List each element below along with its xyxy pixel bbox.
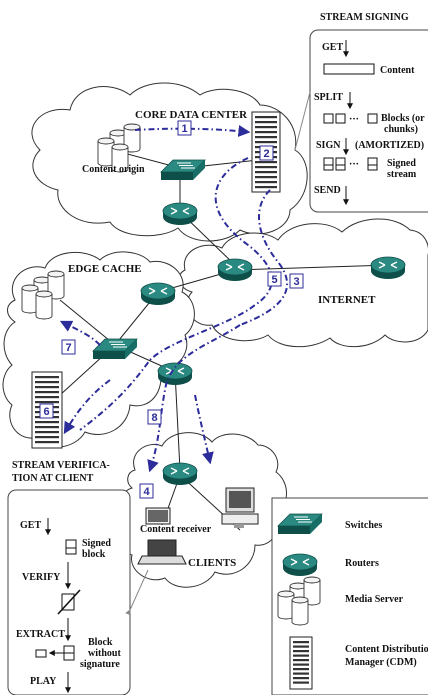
signed-block-label-1: Signed [82, 538, 111, 549]
svg-text:7: 7 [65, 342, 71, 354]
signed-block-icon [65, 539, 77, 555]
legend-routers: Routers [345, 558, 379, 569]
block-label-3: signature [80, 659, 120, 670]
legend-cdm-1: Content Distribution [345, 644, 428, 655]
verify-step-verify: VERIFY [22, 572, 61, 583]
router-icon [140, 282, 176, 306]
clients-label: CLIENTS [188, 557, 236, 569]
svg-text:3: 3 [293, 276, 299, 288]
client-computer-icon [221, 487, 259, 528]
flow-step-2: 2 [259, 145, 274, 161]
chunks-label: chunks) [384, 124, 418, 135]
client-computer-icon [145, 507, 171, 525]
blocks-label: Blocks (or [381, 113, 425, 124]
router-icon [370, 256, 406, 280]
dots: ··· [349, 159, 359, 170]
content-receiver-label: Content receiver [140, 524, 212, 535]
stream-signing-title: STREAM SIGNING [320, 12, 409, 23]
signed-label: Signed [387, 158, 416, 169]
verify-check-icon [57, 589, 81, 615]
legend-cdm-2: Manager (CDM) [345, 657, 417, 668]
svg-text:1: 1 [181, 123, 187, 135]
flow-step-3: 3 [289, 273, 304, 289]
dots: ··· [349, 114, 359, 125]
flow-step-6: 6 [39, 403, 54, 419]
amortized-label: (AMORTIZED) [355, 140, 424, 151]
core-data-center-label: CORE DATA CENTER [135, 109, 248, 121]
svg-text:5: 5 [271, 274, 277, 286]
flow-step-8: 8 [147, 409, 162, 425]
content-block [323, 63, 375, 75]
verification-title-2: TION AT CLIENT [12, 473, 94, 484]
router-icon [162, 202, 198, 226]
flow-step-7: 7 [61, 339, 76, 355]
flow-step-4: 4 [139, 483, 154, 499]
svg-text:8: 8 [151, 412, 157, 424]
verify-step-extract: EXTRACT [16, 629, 65, 640]
cdm-legend-icon [289, 636, 313, 690]
verify-step-play: PLAY [30, 676, 57, 687]
flow-step-5: 5 [267, 271, 282, 287]
core-data-center-cloud [31, 82, 308, 242]
internet-label: INTERNET [318, 294, 376, 306]
svg-text:4: 4 [143, 486, 150, 498]
verify-step-get: GET [20, 520, 41, 531]
stream-label: stream [387, 169, 417, 180]
edge-cache-label: EDGE CACHE [68, 263, 142, 275]
content-label: Content [380, 65, 415, 76]
signed-blocks [323, 157, 378, 171]
verification-panel [7, 489, 131, 695]
sign-step-split: SPLIT [314, 92, 343, 103]
block-label-1: Block [88, 637, 113, 648]
svg-text:6: 6 [43, 406, 49, 418]
laptop-icon [137, 539, 187, 565]
block-label-2: without [88, 648, 121, 659]
sign-step-send: SEND [314, 185, 341, 196]
sign-step-get: GET [322, 42, 343, 53]
flow-step-1: 1 [177, 120, 192, 136]
sign-step-sign: SIGN [316, 140, 341, 151]
router-icon [162, 462, 198, 486]
content-origin-label: Content origin [82, 164, 145, 175]
extracted-block-icon [35, 645, 75, 661]
router-icon [282, 553, 318, 577]
legend-media-server: Media Server [345, 594, 404, 605]
router-icon [217, 258, 253, 282]
legend-switches: Switches [345, 520, 382, 531]
svg-text:2: 2 [263, 148, 269, 160]
signed-block-label-2: block [82, 549, 106, 560]
verification-title-1: STREAM VERIFICA- [12, 460, 110, 471]
split-blocks [323, 113, 378, 124]
